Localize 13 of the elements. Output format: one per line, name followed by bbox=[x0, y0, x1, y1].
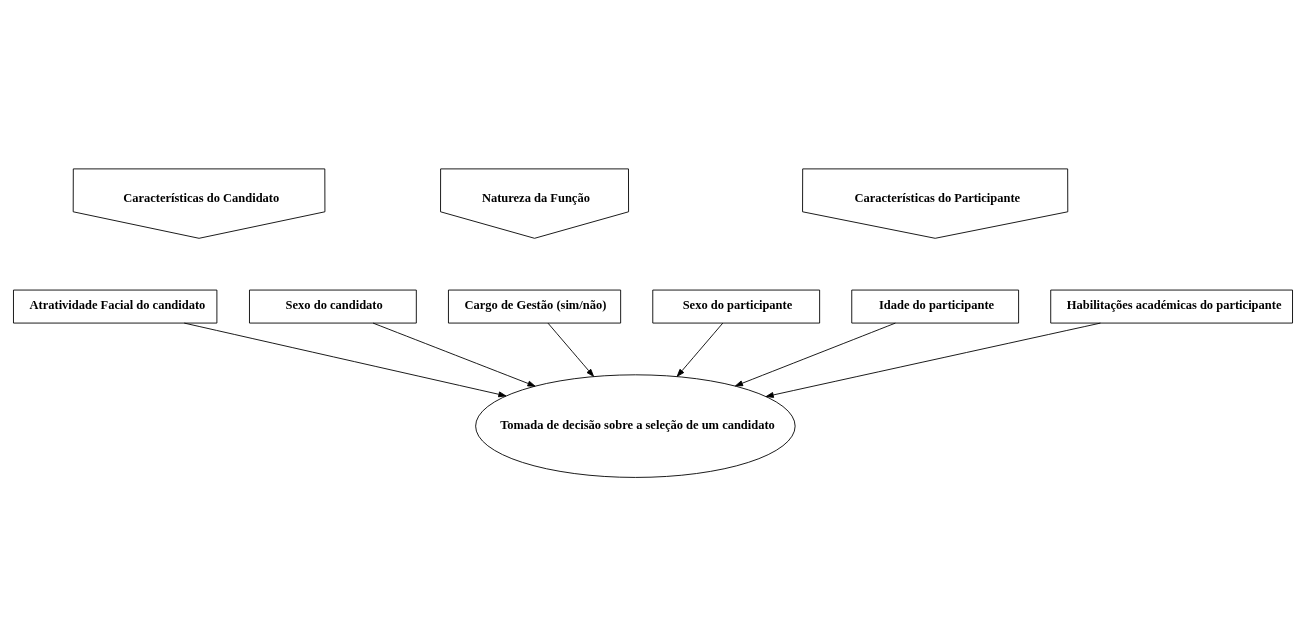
node-box: Sexo do candidato bbox=[249, 289, 417, 324]
node-box: Cargo de Gestão (sim/não) bbox=[448, 289, 622, 324]
node-ellipse: Tomada de decisão sobre a seleção de um candidato bbox=[475, 374, 796, 478]
node-box: Sexo do participante bbox=[652, 289, 821, 324]
arrow bbox=[676, 322, 724, 377]
arrow bbox=[765, 322, 1101, 398]
node-box: Idade do participante bbox=[851, 289, 1020, 324]
arrow bbox=[547, 322, 594, 377]
arrow bbox=[735, 322, 896, 387]
arrow bbox=[372, 322, 536, 387]
node-box: Habilitações académicas do participante bbox=[1050, 289, 1293, 324]
arrow bbox=[183, 322, 507, 398]
node-box: Atratividade Facial do candidato bbox=[13, 289, 218, 324]
